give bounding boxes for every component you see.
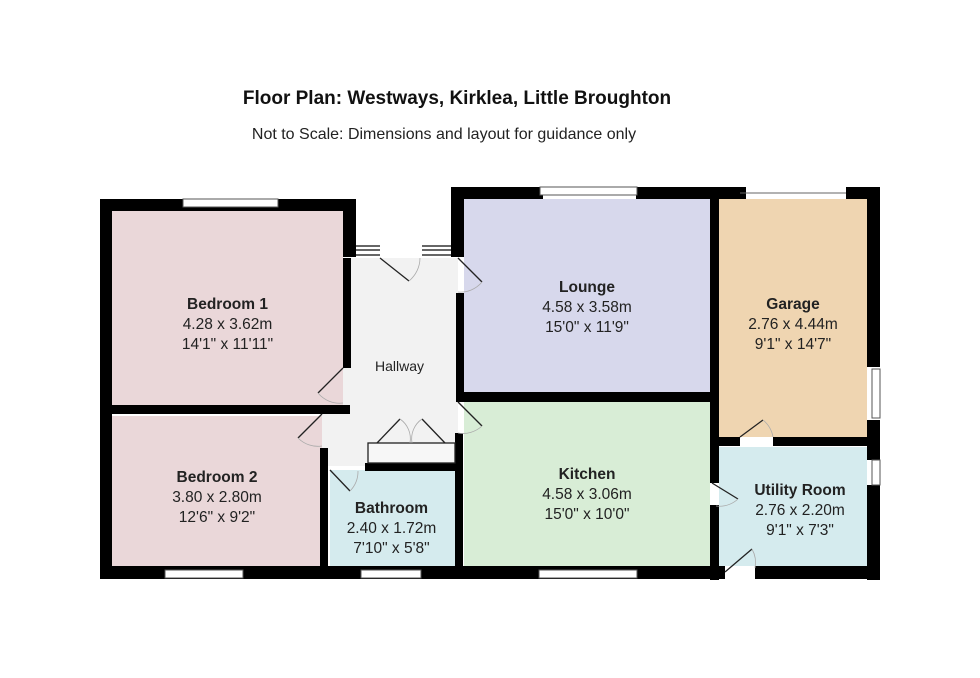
room-name: Bedroom 2	[176, 469, 258, 486]
room-label-kitchen: Kitchen 4.58 x 3.06m 15'0" x 10'0"	[464, 465, 710, 525]
bedroom1-window	[182, 198, 279, 208]
room-label-lounge: Lounge 4.58 x 3.58m 15'0" x 11'9"	[464, 278, 710, 338]
plan-title: Floor Plan: Westways, Kirklea, Little Br…	[242, 88, 672, 109]
bedroom2-floor	[112, 416, 322, 566]
kitchen-window	[538, 569, 638, 579]
room-label-bathroom: Bathroom 2.40 x 1.72m 7'10" x 5'8"	[328, 499, 455, 559]
doors	[297, 257, 774, 573]
front-entrance	[356, 245, 451, 256]
kitchen-door	[457, 401, 483, 427]
room-imperial: 15'0" x 10'0"	[544, 506, 630, 523]
room-name: Kitchen	[558, 466, 616, 483]
room-label-bedroom1: Bedroom 1 4.28 x 3.62m 14'1" x 11'11"	[112, 295, 343, 355]
room-name: Lounge	[559, 279, 615, 296]
room-imperial: 7'10" x 5'8"	[353, 540, 430, 557]
bedroom2-door	[297, 413, 323, 439]
room-label-hallway: Hallway	[375, 358, 425, 374]
room-metric: 2.40 x 1.72m	[346, 520, 437, 537]
room-imperial: 9'1" x 7'3"	[766, 522, 834, 539]
room-metric: 4.28 x 3.62m	[182, 316, 273, 333]
bedroom2-window	[164, 569, 244, 579]
room-imperial: 14'1" x 11'11"	[181, 336, 274, 353]
utility-door	[711, 482, 739, 500]
lounge-window	[539, 186, 638, 196]
room-metric: 3.80 x 2.80m	[172, 489, 262, 506]
room-name: Utility Room	[754, 482, 846, 499]
room-imperial: 15'0" x 11'9"	[545, 319, 629, 336]
bedroom1-door	[317, 367, 344, 394]
room-name: Bedroom 1	[187, 296, 268, 313]
room-metric: 2.76 x 2.20m	[755, 502, 845, 519]
lounge-floor	[464, 199, 710, 392]
room-metric: 4.58 x 3.58m	[542, 299, 632, 316]
garage-side-window	[871, 368, 881, 419]
room-name: Garage	[766, 296, 820, 313]
garage-floor	[719, 199, 867, 437]
room-metric: 2.76 x 4.44m	[748, 316, 838, 333]
bedroom1-floor	[112, 211, 343, 408]
garage-utility-door	[739, 419, 764, 438]
utility-window	[871, 459, 881, 486]
windows	[164, 186, 881, 579]
room-label-bedroom2: Bedroom 2 3.80 x 2.80m 12'6" x 9'2"	[112, 468, 322, 528]
lounge-door	[457, 257, 483, 283]
room-imperial: 12'6" x 9'2"	[178, 509, 256, 526]
room-label-garage: Garage 2.76 x 4.44m 9'1" x 14'7"	[719, 295, 867, 355]
room-imperial: 9'1" x 14'7"	[754, 336, 832, 353]
kitchen-floor	[464, 402, 710, 566]
plan-subtitle: Not to Scale: Dimensions and layout for …	[251, 126, 637, 143]
room-label-utility: Utility Room 2.76 x 2.20m 9'1" x 7'3"	[733, 481, 867, 541]
bathroom-floor	[330, 470, 455, 566]
bathroom-door	[329, 469, 351, 492]
room-name: Bathroom	[354, 500, 429, 517]
bathroom-window	[360, 569, 422, 579]
front-door	[379, 257, 410, 282]
utility-back-door	[724, 548, 753, 573]
room-metric: 4.58 x 3.06m	[542, 486, 632, 503]
utility-floor	[719, 447, 867, 566]
hall-cupboard	[367, 442, 456, 464]
